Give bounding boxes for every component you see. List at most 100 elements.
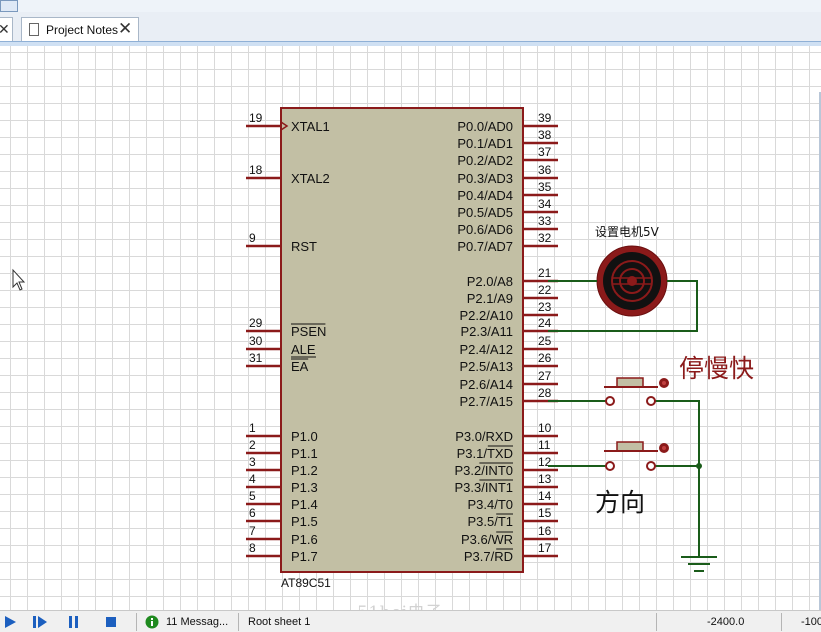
pin-number: 18	[249, 163, 263, 177]
motor-component[interactable]	[596, 245, 668, 317]
pin-name: P3.0/RXD	[455, 429, 513, 444]
pin-number: 13	[538, 472, 552, 486]
window-strip	[0, 0, 821, 12]
pin-number: 22	[538, 283, 552, 297]
status-separator	[781, 613, 782, 631]
speed-button-label: 停慢快	[679, 354, 754, 383]
pin-name: P3.1/TXD	[457, 446, 513, 461]
mouse-cursor-icon	[12, 268, 26, 291]
pin-name: P0.3/AD3	[457, 171, 513, 186]
play-icon[interactable]	[4, 614, 18, 630]
pin-1[interactable]: 1P1.0	[246, 421, 318, 444]
pin-number: 33	[538, 214, 552, 228]
pin-name: P2.7/A15	[460, 394, 514, 409]
messages-status[interactable]: 11 Messag...	[166, 616, 229, 628]
pin-2[interactable]: 2P1.1	[246, 438, 318, 461]
pin-8[interactable]: 8P1.7	[246, 541, 318, 564]
pin-name: XTAL1	[291, 119, 330, 134]
close-icon[interactable]: ✕	[0, 21, 10, 37]
vertical-scrollbar[interactable]	[819, 92, 821, 610]
pin-number: 34	[538, 197, 552, 211]
pin-number: 30	[249, 334, 263, 348]
pause-icon[interactable]	[67, 614, 81, 630]
pin-name: P2.3/A11	[460, 324, 513, 339]
tab-underline	[0, 41, 821, 46]
pin-number: 23	[538, 300, 552, 314]
speed-button[interactable]	[604, 377, 669, 406]
pin-name: P0.7/AD7	[457, 239, 513, 254]
pin-3[interactable]: 3P1.2	[246, 455, 318, 478]
part-name-label: AT89C51	[281, 576, 331, 590]
pin-number: 39	[538, 111, 552, 125]
pin-number: 38	[538, 128, 552, 142]
status-separator	[136, 613, 137, 631]
pin-number: 2	[249, 438, 256, 452]
pin-number: 9	[249, 231, 256, 245]
stop-icon[interactable]	[104, 614, 118, 630]
pin-name: P1.3	[291, 480, 318, 495]
pin-number: 8	[249, 541, 256, 555]
pin-name: P0.1/AD1	[457, 136, 513, 151]
pin-name: P1.5	[291, 514, 318, 529]
pin-number: 10	[538, 421, 552, 435]
pin-number: 31	[249, 351, 263, 365]
tab-close-icon[interactable]: ✕	[118, 19, 133, 38]
pin-number: 27	[538, 369, 552, 383]
pin-6[interactable]: 6P1.5	[246, 506, 318, 529]
chip-body[interactable]	[280, 107, 524, 573]
pin-number: 35	[538, 180, 552, 194]
coord-y-readout: -100	[801, 616, 821, 628]
pin-name: P0.0/AD0	[457, 119, 513, 134]
step-icon[interactable]	[32, 614, 48, 630]
direction-button[interactable]	[604, 441, 669, 471]
pin-number: 14	[538, 489, 552, 503]
pin-number: 7	[249, 524, 256, 538]
pin-name: P1.1	[291, 446, 318, 461]
previous-tab[interactable]: ✕	[0, 17, 13, 43]
pin-number: 15	[538, 506, 552, 520]
pin-5[interactable]: 5P1.4	[246, 489, 318, 512]
pin-number: 29	[249, 316, 263, 330]
pin-7[interactable]: 7P1.6	[246, 524, 318, 547]
pin-name: PSEN	[291, 324, 326, 339]
pin-number: 25	[538, 334, 552, 348]
pin-name: P0.4/AD4	[457, 188, 513, 203]
direction-button-label: 方向	[595, 488, 645, 517]
document-icon	[29, 23, 39, 36]
info-icon[interactable]	[145, 614, 159, 630]
tab-project-notes[interactable]: Project Notes ✕	[21, 17, 139, 41]
pin-4[interactable]: 4P1.3	[246, 472, 318, 495]
pin-name: P2.5/A13	[460, 359, 514, 374]
pin-number: 37	[538, 145, 552, 159]
sheet-status[interactable]: Root sheet 1	[248, 616, 311, 628]
